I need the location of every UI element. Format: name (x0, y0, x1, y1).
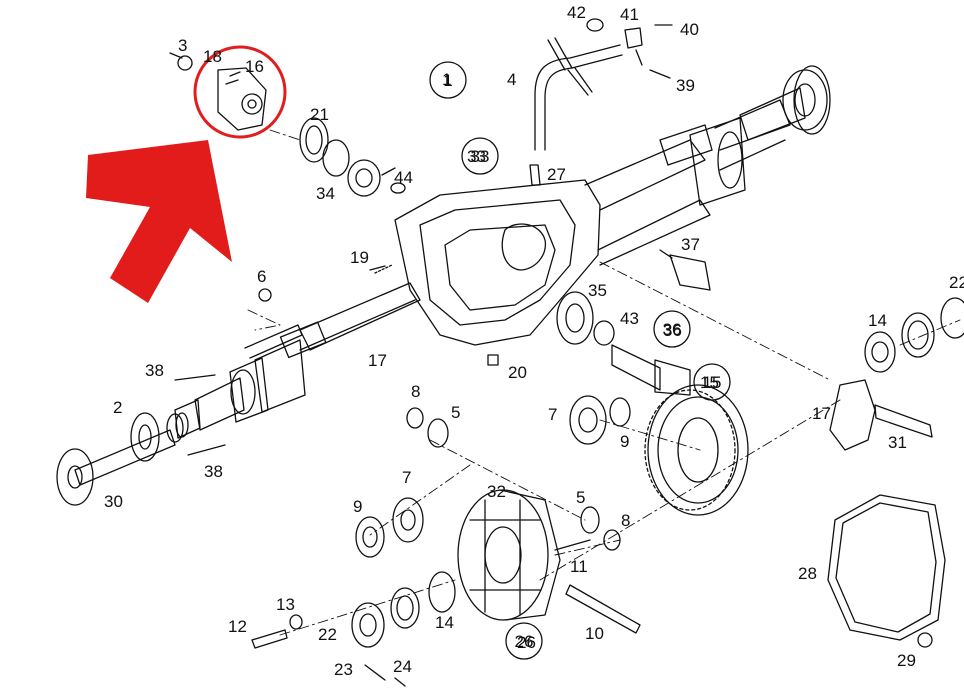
circled-number-label: 36 (663, 320, 682, 339)
differential-case (457, 489, 641, 634)
pinion-assembly (556, 291, 691, 396)
part-number-label: 18 (203, 47, 222, 66)
highlight-arrow (86, 140, 232, 303)
bolts (174, 265, 499, 456)
part-number-label: 43 (620, 309, 639, 328)
part-number-label: 13 (276, 595, 295, 614)
part-number-label: 19 (350, 248, 369, 267)
part-number-label: 26 (517, 633, 536, 652)
part-number-label: 15 (700, 373, 719, 392)
part-16-flange (217, 67, 267, 131)
part-number-label: 36 (663, 321, 682, 340)
part-number-label: 44 (394, 168, 413, 187)
part-number-label: 12 (228, 617, 247, 636)
part-number-label: 30 (104, 492, 123, 511)
part-number-label: 21 (310, 105, 329, 124)
part-number-label: 14 (868, 311, 887, 330)
circled-number-ring (693, 363, 731, 401)
part-number-label: 27 (547, 165, 566, 184)
part-number-label: 8 (411, 382, 420, 401)
top-fittings (169, 18, 673, 194)
part-number-label: 37 (681, 235, 700, 254)
part-number-label: 24 (393, 657, 412, 676)
circled-number-label: 26 (515, 632, 534, 651)
part-number-label: 20 (508, 363, 527, 382)
part-number-label: 31 (888, 433, 907, 452)
part-number-label: 33 (467, 147, 486, 166)
part-number-label: 38 (204, 462, 223, 481)
lower-bearings (251, 571, 456, 687)
part-number-label: 10 (585, 624, 604, 643)
part-number-label: 17 (368, 351, 387, 370)
circled-number-ring (461, 137, 499, 175)
part-number-label: 28 (798, 564, 817, 583)
part-number-label: 7 (548, 405, 557, 424)
highlight-circle (193, 45, 287, 139)
part-number-label: 9 (620, 432, 629, 451)
cover-gasket (827, 494, 946, 648)
part-number-label: 11 (570, 557, 588, 576)
part-number-label: 6 (257, 267, 266, 286)
part-number-label: 1 (442, 70, 451, 89)
part-number-label: 41 (620, 5, 639, 24)
part-number-label: 38 (145, 361, 164, 380)
part-number-label: 39 (676, 76, 695, 95)
part-number-label: 29 (897, 651, 916, 670)
circled-number-ring (429, 61, 467, 99)
part-number-label: 14 (435, 613, 454, 632)
part-number-label: 3 (178, 36, 187, 55)
circled-number-label: 33 (471, 147, 490, 166)
assembly-lines (247, 129, 961, 636)
part-number-label: 17 (812, 404, 831, 423)
circled-number-ring (653, 310, 691, 348)
part-number-label: 7 (402, 468, 411, 487)
part-number-label: 22 (318, 625, 337, 644)
part-number-label: 5 (451, 403, 460, 422)
right-axle-shaft (739, 65, 831, 141)
spider-gears (355, 395, 631, 558)
part-number-label: 8 (621, 511, 630, 530)
part-number-label: 22 (949, 273, 964, 292)
part-number-label: 5 (576, 488, 585, 507)
circled-number-label: 1 (443, 71, 452, 90)
part-number-label: 40 (680, 20, 699, 39)
part-number-label: 42 (567, 3, 586, 22)
pinion-upper-parts (299, 117, 396, 274)
part-labels: 1234556778899101112131414151617171819202… (104, 3, 964, 679)
circled-number-ring (505, 622, 543, 660)
breather-tube (534, 44, 621, 151)
part-number-label: 4 (507, 70, 516, 89)
right-bearing-parts (659, 249, 964, 451)
part-number-label: 34 (316, 184, 335, 203)
part-number-label: 35 (588, 281, 607, 300)
part-number-label: 2 (113, 398, 122, 417)
part-number-label: 9 (353, 497, 362, 516)
part-number-label: 23 (334, 660, 353, 679)
left-axle-shaft (56, 412, 184, 506)
part-number-label: 32 (487, 482, 506, 501)
circled-number-label: 15 (703, 373, 722, 392)
part-number-label: 16 (245, 57, 264, 76)
ring-gear (644, 384, 749, 516)
circled-labels: 1 33 36 15 26 (429, 61, 731, 660)
